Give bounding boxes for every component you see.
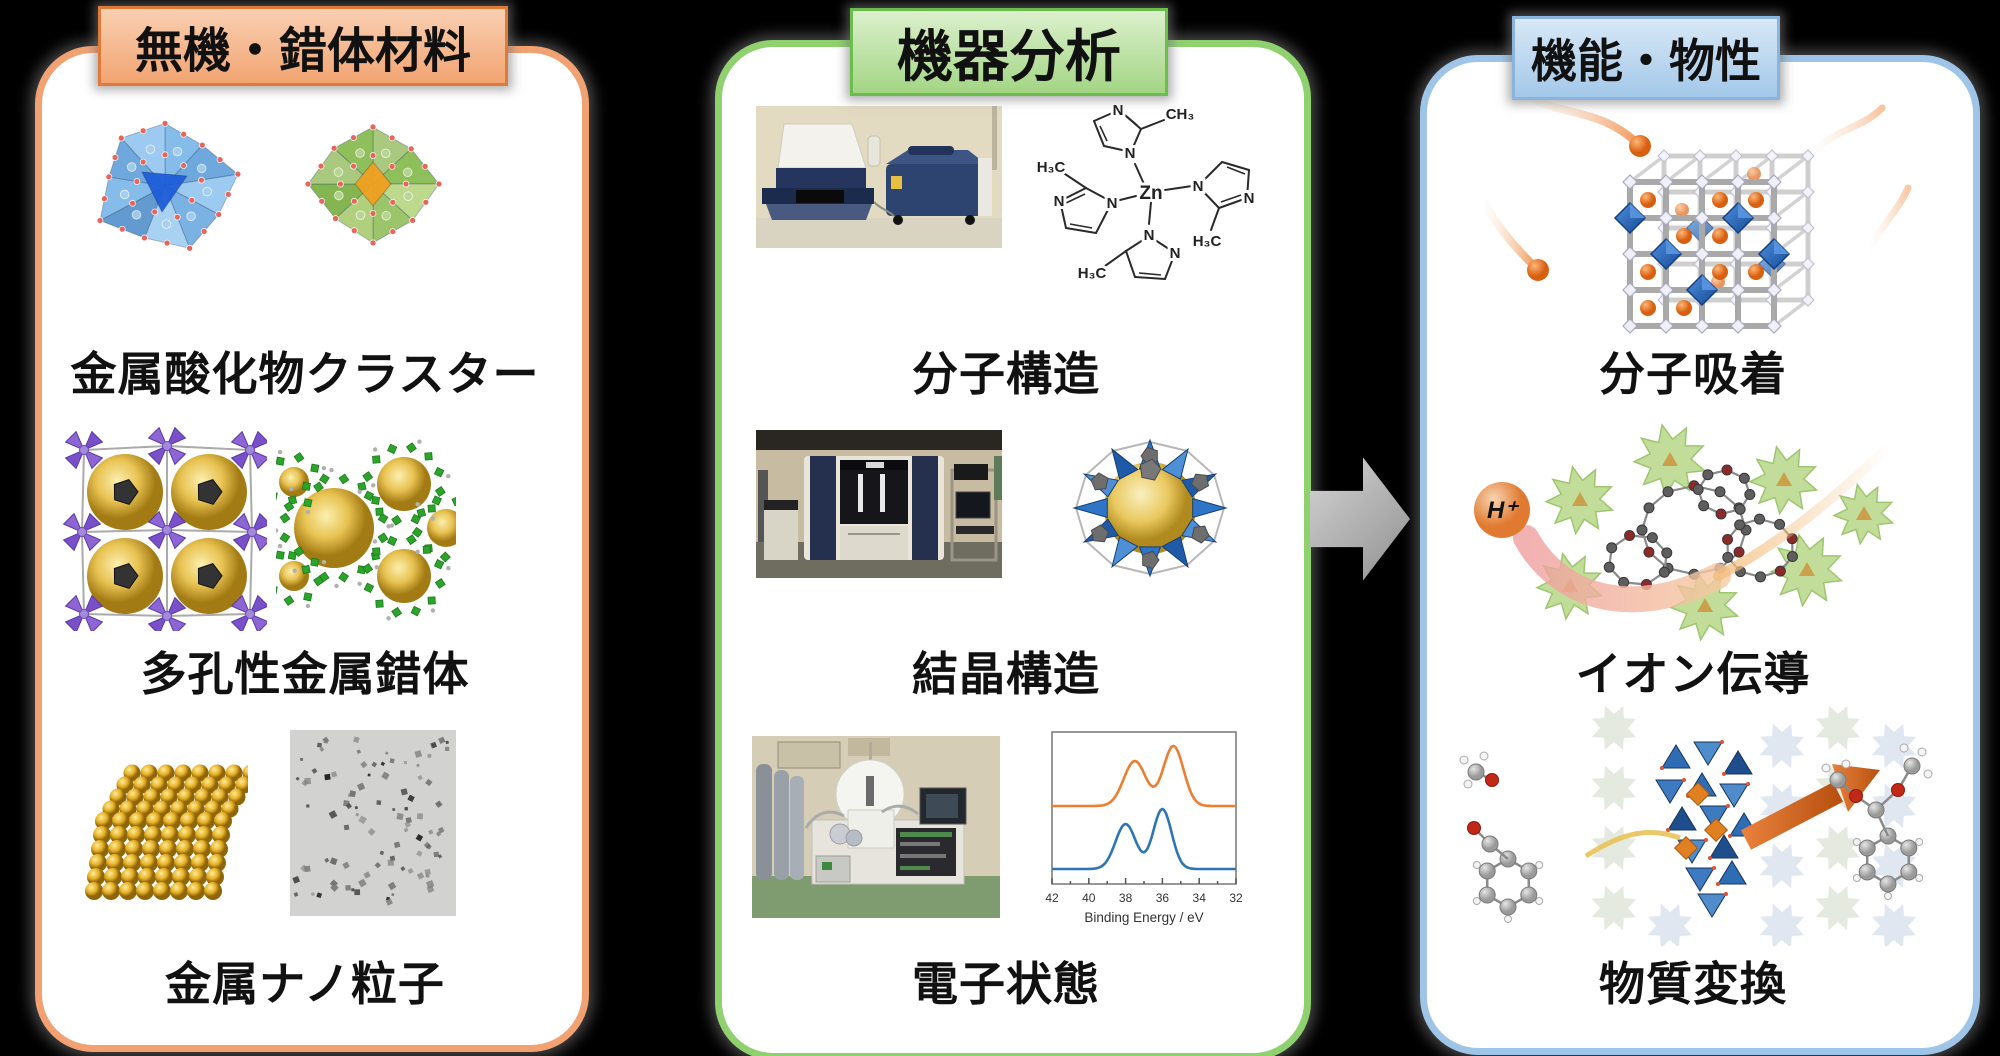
label-molecular-adsorption: 分子吸着 — [1599, 348, 1787, 400]
panel-analysis-title: 機器分析 — [897, 24, 1121, 88]
methyl-label: H₃C — [1193, 233, 1222, 250]
panel-inorganic-header: 無機・錯体材料 — [98, 6, 508, 86]
label-porous-metal-complex: 多孔性金属錯体 — [140, 648, 470, 700]
label-material-conversion: 物質変換 — [1599, 958, 1787, 1010]
svg-text:36: 36 — [1156, 891, 1170, 905]
svg-text:N: N — [1113, 102, 1124, 119]
label-electronic-state: 電子状態 — [912, 958, 1100, 1010]
svg-text:40: 40 — [1082, 891, 1096, 905]
metal-oxide-cluster-blue-image — [68, 100, 258, 265]
methyl-label: H₃C — [1037, 159, 1066, 176]
svg-text:38: 38 — [1119, 891, 1133, 905]
svg-text:42: 42 — [1045, 891, 1059, 905]
ftir-spectrometer-photo — [756, 106, 1002, 248]
svg-text:N: N — [1107, 195, 1118, 212]
xrd-instrument-photo — [756, 430, 1002, 578]
zif-cage-structure-image — [1048, 430, 1252, 582]
proton-label: H⁺ — [1487, 497, 1519, 524]
svg-text:N: N — [1244, 190, 1255, 207]
porous-mof-purple-image — [62, 426, 267, 631]
svg-text:N: N — [1170, 245, 1181, 262]
zn-atom-label: Zn — [1139, 183, 1162, 204]
panel-properties-header: 機能・物性 — [1512, 16, 1780, 100]
tem-micrograph-image — [290, 730, 456, 916]
label-crystal-structure: 結晶構造 — [912, 648, 1100, 700]
porous-mof-green-image — [276, 428, 456, 633]
xps-spectrum-chart: 42 40 38 36 34 32 Binding Energy / eV — [1038, 726, 1252, 932]
label-metal-oxide-cluster: 金属酸化物クラスター — [70, 348, 540, 400]
methyl-label: H₃C — [1078, 265, 1107, 282]
metal-oxide-cluster-green-image — [288, 108, 458, 258]
flow-arrow-icon — [1310, 457, 1410, 581]
svg-text:32: 32 — [1229, 891, 1243, 905]
svg-text:N: N — [1054, 193, 1065, 210]
xps-instrument-photo — [752, 736, 1000, 918]
svg-text:N: N — [1125, 145, 1136, 162]
x-axis-label: Binding Energy / eV — [1084, 910, 1203, 925]
label-molecular-structure: 分子構造 — [912, 348, 1100, 400]
ion-conduction-image: H⁺ — [1462, 418, 1926, 646]
label-metal-nanoparticle: 金属ナノ粒子 — [165, 958, 445, 1010]
molecular-adsorption-image — [1478, 90, 1912, 338]
zinc-imidazole-structure: Zn N N N N N N N N CH₃ H₃C H₃C H₃C — [1008, 88, 1290, 292]
svg-text:N: N — [1193, 178, 1204, 195]
label-ion-conduction: イオン伝導 — [1575, 648, 1811, 700]
material-conversion-image — [1446, 698, 1942, 946]
panel-inorganic-title: 無機・錯体材料 — [134, 25, 471, 78]
gold-nanocube-image — [78, 745, 248, 910]
methyl-label: CH₃ — [1166, 106, 1195, 123]
panel-analysis-header: 機器分析 — [850, 8, 1168, 96]
panel-properties-title: 機能・物性 — [1531, 35, 1761, 87]
svg-text:34: 34 — [1193, 891, 1207, 905]
svg-text:N: N — [1144, 227, 1155, 244]
